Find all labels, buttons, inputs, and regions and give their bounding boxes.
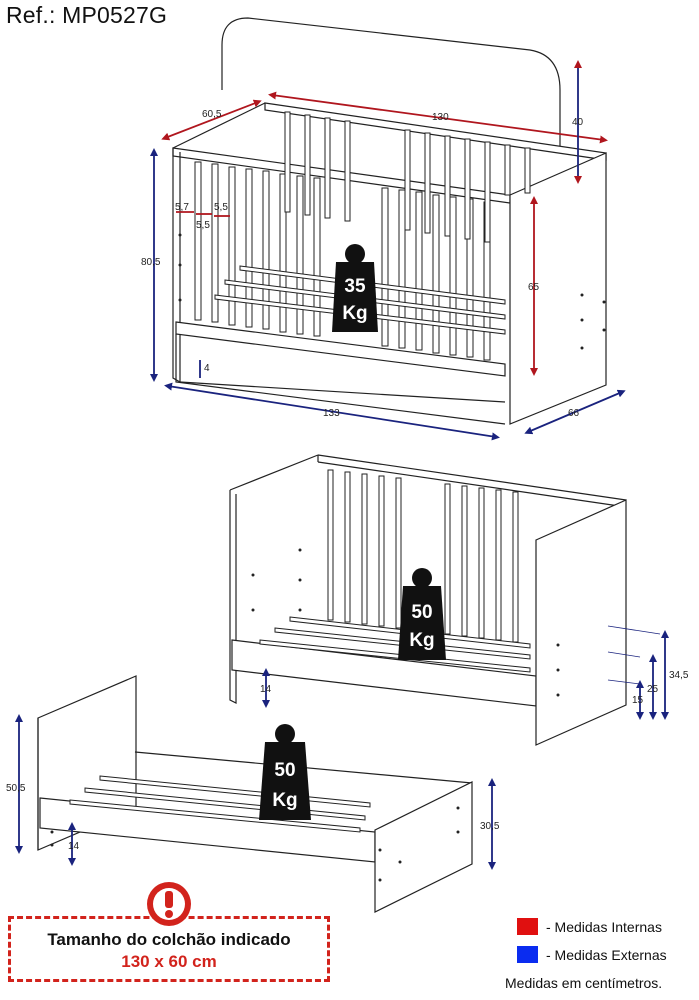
units-note: Medidas em centímetros. (505, 975, 663, 991)
external-color-swatch (517, 946, 538, 963)
crib-slat-a-label: 5,7 (175, 202, 189, 213)
legend-internal-label: - Medidas Internas (546, 918, 662, 935)
mattress-size: 130 x 60 cm (121, 952, 217, 971)
mattress-label: Tamanho do colchão indicado (47, 930, 291, 949)
crib-dimension-lines (150, 60, 626, 441)
internal-color-swatch (517, 918, 538, 935)
warning-icon (147, 882, 191, 926)
crib-weight-unit: Kg (342, 303, 367, 324)
crib-holes (178, 233, 606, 350)
bed-foot-height-label: 30,5 (480, 821, 500, 832)
bed-weight-icon: 50 Kg (259, 724, 311, 820)
mattress-size-notice: Tamanho do colchão indicado 130 x 60 cm (8, 916, 330, 982)
crib-depth-outer-label: 66 (568, 408, 580, 419)
crib-slat-c-label: 5,5 (214, 202, 228, 213)
bed-head-height-label: 50,5 (6, 783, 26, 794)
bed-weight-value: 50 (274, 760, 295, 781)
bed-holes (50, 806, 460, 882)
legend-external: - Medidas Externas (517, 946, 667, 963)
crib-weight-value: 35 (344, 276, 366, 297)
sofa-bed-weight-icon: 50 Kg (398, 568, 446, 660)
crib-base-gap-label: 4 (204, 363, 210, 374)
sofa-bed-height-c-label: 15 (632, 695, 644, 706)
crib-slats (194, 111, 531, 361)
reference-code: Ref.: MP0527G (6, 2, 168, 28)
crib-weight-icon: 35 Kg (332, 244, 378, 332)
crib-drawing (172, 17, 607, 425)
crib-rail-height-label: 65 (528, 282, 540, 293)
legend-external-label: - Medidas Externas (546, 946, 667, 963)
crib-depth-top-label: 60,5 (202, 109, 222, 120)
crib-length-inner-label: 130 (432, 112, 449, 123)
crib-headboard-label: 40 (572, 117, 584, 128)
sofa-bed-floor-gap-label: 14 (260, 684, 272, 695)
sofa-bed-weight-unit: Kg (409, 630, 434, 651)
bed-floor-gap-label: 14 (68, 841, 80, 852)
sofa-bed-holes (251, 548, 560, 697)
sofa-bed-drawing (229, 454, 627, 746)
sofa-bed-height-a-label: 34,5 (669, 670, 689, 681)
bed-dimension-lines (15, 714, 496, 870)
crib-length-outer-label: 133 (323, 408, 340, 419)
bed-weight-unit: Kg (272, 790, 297, 811)
sofa-bed-height-b-label: 25 (647, 684, 659, 695)
sofa-bed-weight-value: 50 (411, 602, 432, 623)
legend-internal: - Medidas Internas (517, 918, 662, 935)
sofa-bed-dimension-lines (262, 625, 669, 720)
crib-height-total-label: 80,5 (141, 257, 161, 268)
sofa-bed-slats (259, 469, 531, 673)
crib-slat-b-label: 5,5 (196, 220, 210, 231)
